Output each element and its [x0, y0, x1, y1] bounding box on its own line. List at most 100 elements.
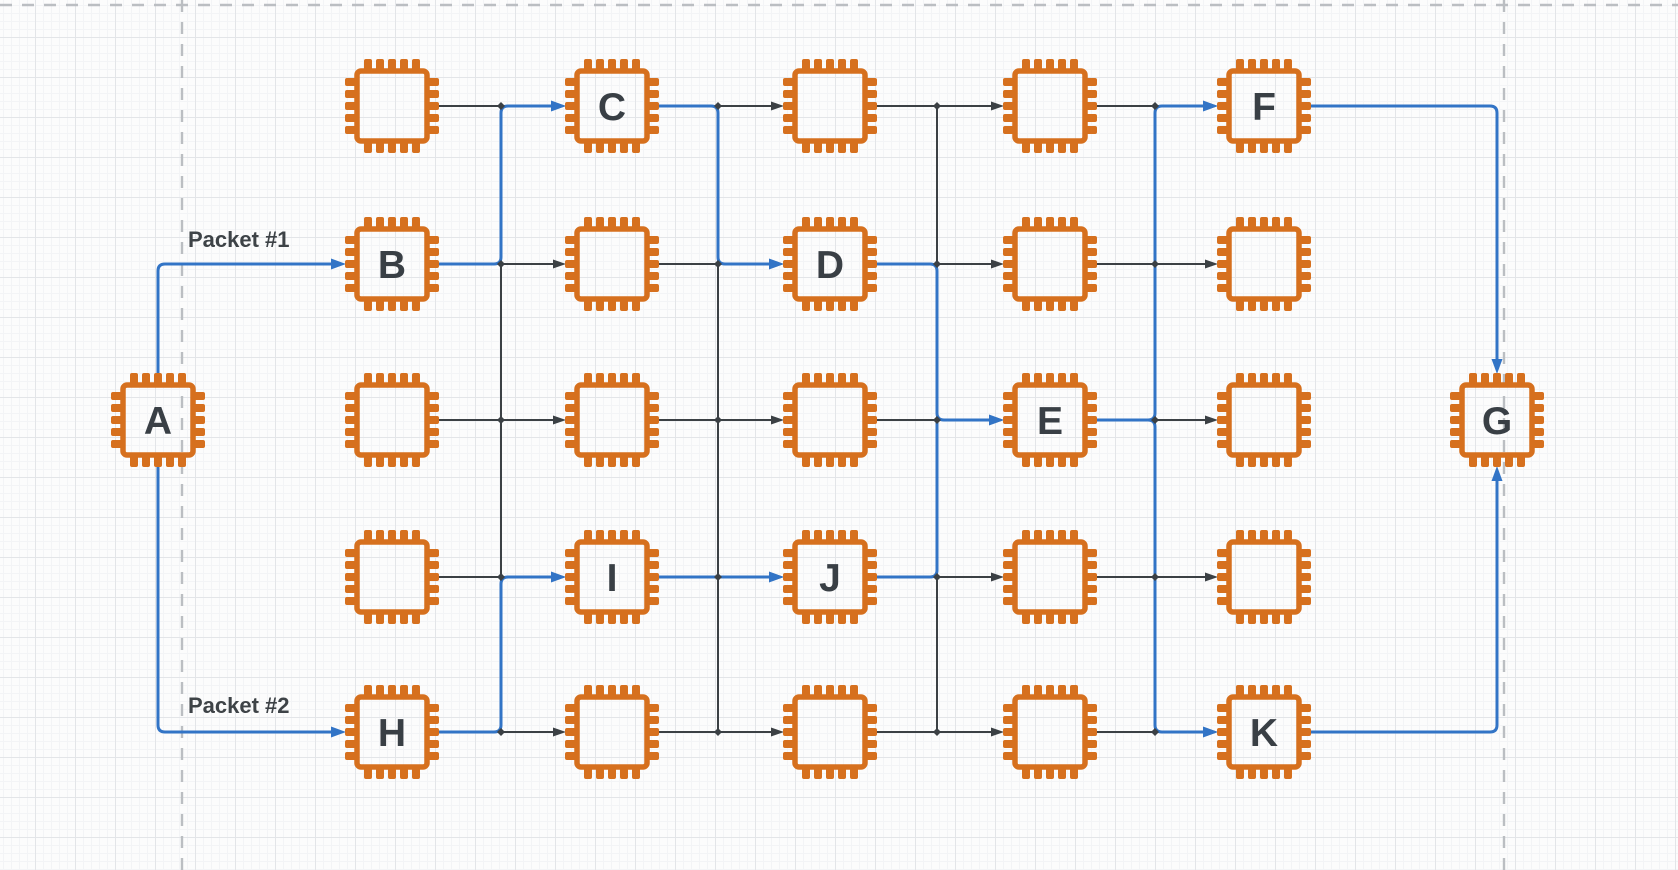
- packet-edge-f-to-g[interactable]: [1310, 104, 1499, 361]
- chip-body: [574, 694, 650, 770]
- chip-label: I: [607, 557, 618, 600]
- junction-dot: [933, 416, 941, 424]
- chip-node-r1c4[interactable]: [1003, 59, 1097, 153]
- packet-edge-c-to-d[interactable]: [658, 104, 771, 266]
- chip-body: [354, 694, 430, 770]
- chip-node-k[interactable]: K: [1217, 685, 1311, 779]
- chip-body: [1459, 382, 1535, 458]
- packet2-label[interactable]: Packet #2: [188, 693, 290, 718]
- chip-node-c[interactable]: C: [565, 59, 659, 153]
- chip-node-e[interactable]: E: [1003, 373, 1097, 467]
- packet-edge-d-to-e[interactable]: [876, 262, 991, 422]
- packet-edge-a-to-b[interactable]: [156, 262, 333, 374]
- packet-arrowhead-icon: [551, 100, 566, 112]
- chip-label: K: [1250, 712, 1278, 755]
- chip-label: A: [144, 400, 172, 443]
- chip-body: [574, 68, 650, 144]
- junction-dot: [714, 416, 722, 424]
- chip-body: [354, 68, 430, 144]
- packet1-label[interactable]: Packet #1: [188, 227, 290, 252]
- chip-body: [574, 226, 650, 302]
- chip-body: [1226, 68, 1302, 144]
- chip-label: D: [816, 244, 844, 287]
- chip-body: [354, 539, 430, 615]
- chip-body: [792, 68, 868, 144]
- chip-node-i[interactable]: I: [565, 530, 659, 624]
- chip-node-r2c5[interactable]: [1217, 217, 1311, 311]
- chip-node-r3c1[interactable]: [345, 373, 439, 467]
- chip-body: [1012, 539, 1088, 615]
- mesh-arrowhead-icon: [1205, 415, 1218, 425]
- chip-node-j[interactable]: J: [783, 530, 877, 624]
- packet-arrowhead-icon: [551, 571, 566, 583]
- mesh-arrowhead-icon: [1205, 572, 1218, 582]
- mesh-arrowhead-icon: [991, 572, 1004, 582]
- junction-dot: [714, 102, 722, 110]
- chip-node-r1c1[interactable]: [345, 59, 439, 153]
- chip-body: [354, 226, 430, 302]
- chip-node-r5c2[interactable]: [565, 685, 659, 779]
- packet-edge-k-to-g[interactable]: [1310, 479, 1499, 734]
- chip-body: [1226, 539, 1302, 615]
- chip-body: [792, 539, 868, 615]
- mesh-arrowhead-icon: [991, 101, 1004, 111]
- chip-node-b[interactable]: B: [345, 217, 439, 311]
- chip-node-r5c4[interactable]: [1003, 685, 1097, 779]
- junction-dot: [714, 728, 722, 736]
- junction-dot: [1151, 260, 1159, 268]
- junction-dot: [497, 728, 505, 736]
- chip-node-r4c5[interactable]: [1217, 530, 1311, 624]
- packet-edge-b-to-c[interactable]: [438, 104, 553, 266]
- chip-node-f[interactable]: F: [1217, 59, 1311, 153]
- junction-dot: [497, 416, 505, 424]
- chip-node-g[interactable]: G: [1450, 373, 1544, 467]
- chip-body: [1012, 68, 1088, 144]
- junction-dot: [497, 573, 505, 581]
- junction-dot: [1151, 416, 1159, 424]
- packet-edge-h-to-i[interactable]: [438, 575, 553, 734]
- chip-body: [1226, 694, 1302, 770]
- chip-label: E: [1037, 400, 1063, 443]
- mesh-arrowhead-icon: [771, 415, 784, 425]
- chip-node-d[interactable]: D: [783, 217, 877, 311]
- chip-body: [792, 226, 868, 302]
- junction-dot: [933, 728, 941, 736]
- junction-dot: [1151, 728, 1159, 736]
- packet-edge-j-to-e[interactable]: [876, 420, 939, 579]
- mesh-arrowhead-icon: [991, 259, 1004, 269]
- packet-edge-a-to-h[interactable]: [156, 466, 333, 734]
- junction-dot: [497, 260, 505, 268]
- chip-node-r4c4[interactable]: [1003, 530, 1097, 624]
- chip-body: [1226, 382, 1302, 458]
- chip-node-r5c3[interactable]: [783, 685, 877, 779]
- packet-arrowhead-icon: [1203, 726, 1218, 738]
- chip-body: [792, 694, 868, 770]
- chip-label: F: [1252, 86, 1276, 129]
- chip-node-r3c5[interactable]: [1217, 373, 1311, 467]
- chip-label: C: [598, 86, 626, 129]
- chip-node-a[interactable]: A: [111, 373, 205, 467]
- chip-node-h[interactable]: H: [345, 685, 439, 779]
- chip-node-r2c2[interactable]: [565, 217, 659, 311]
- junction-dot: [1151, 573, 1159, 581]
- mesh-arrowhead-icon: [553, 259, 566, 269]
- chip-node-r3c2[interactable]: [565, 373, 659, 467]
- packet-arrowhead-icon: [1491, 359, 1503, 374]
- chip-body: [1012, 226, 1088, 302]
- packet-arrowhead-icon: [331, 258, 346, 270]
- chip-node-r4c1[interactable]: [345, 530, 439, 624]
- junction-dot: [1151, 102, 1159, 110]
- chip-node-r2c4[interactable]: [1003, 217, 1097, 311]
- chip-body: [120, 382, 196, 458]
- chip-node-r3c3[interactable]: [783, 373, 877, 467]
- chip-node-r1c3[interactable]: [783, 59, 877, 153]
- chip-label: J: [819, 557, 841, 600]
- packet-arrowhead-icon: [989, 414, 1004, 426]
- chip-body: [574, 539, 650, 615]
- chip-label: H: [378, 712, 406, 755]
- junction-dot: [933, 260, 941, 268]
- chip-body: [792, 382, 868, 458]
- packet-path-layer: [156, 100, 1503, 738]
